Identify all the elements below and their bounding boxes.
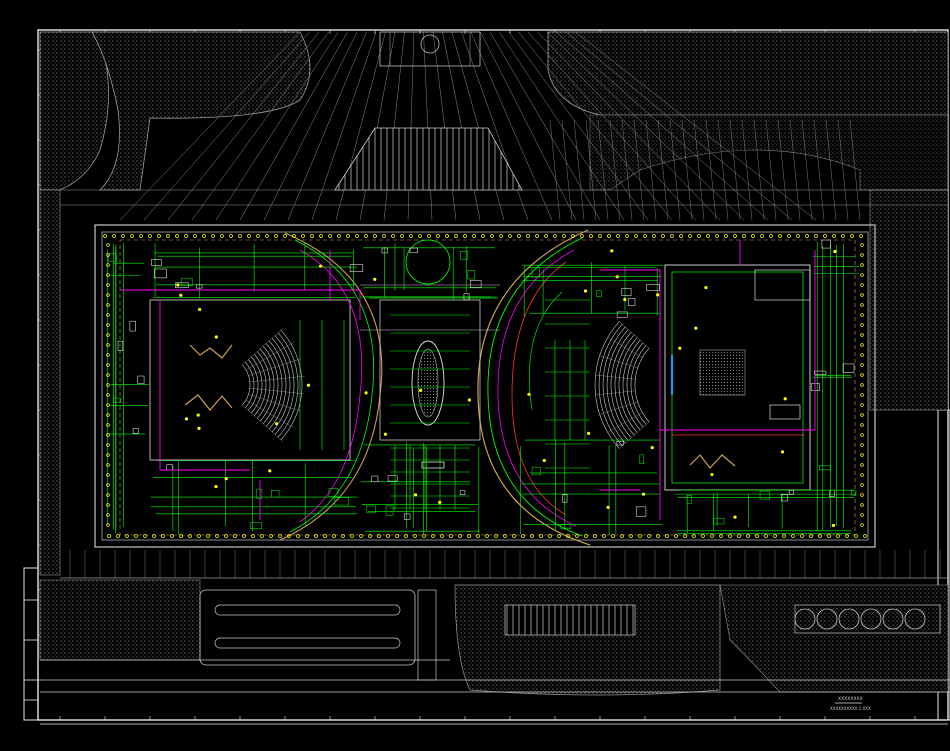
entrance-plaza xyxy=(334,31,523,191)
drum-arcs xyxy=(279,229,591,546)
stage-elements xyxy=(184,269,811,469)
central-lobby xyxy=(360,239,500,469)
title-note: XXXXXXXX XXXXXXXXXX 1:XXX xyxy=(830,696,871,711)
left-auditorium-seating xyxy=(242,327,305,443)
equipment-markers xyxy=(103,234,867,538)
title-note-text: XXXXXXXX xyxy=(838,696,863,702)
electrical-wiring xyxy=(105,239,860,535)
right-auditorium-seating xyxy=(594,321,650,449)
conduit-runs xyxy=(120,240,816,520)
bottom-parking xyxy=(40,589,950,693)
title-note-sub: XXXXXXXXXX 1:XXX xyxy=(830,706,871,711)
building-outline xyxy=(94,224,876,548)
site-landscape xyxy=(39,31,949,696)
